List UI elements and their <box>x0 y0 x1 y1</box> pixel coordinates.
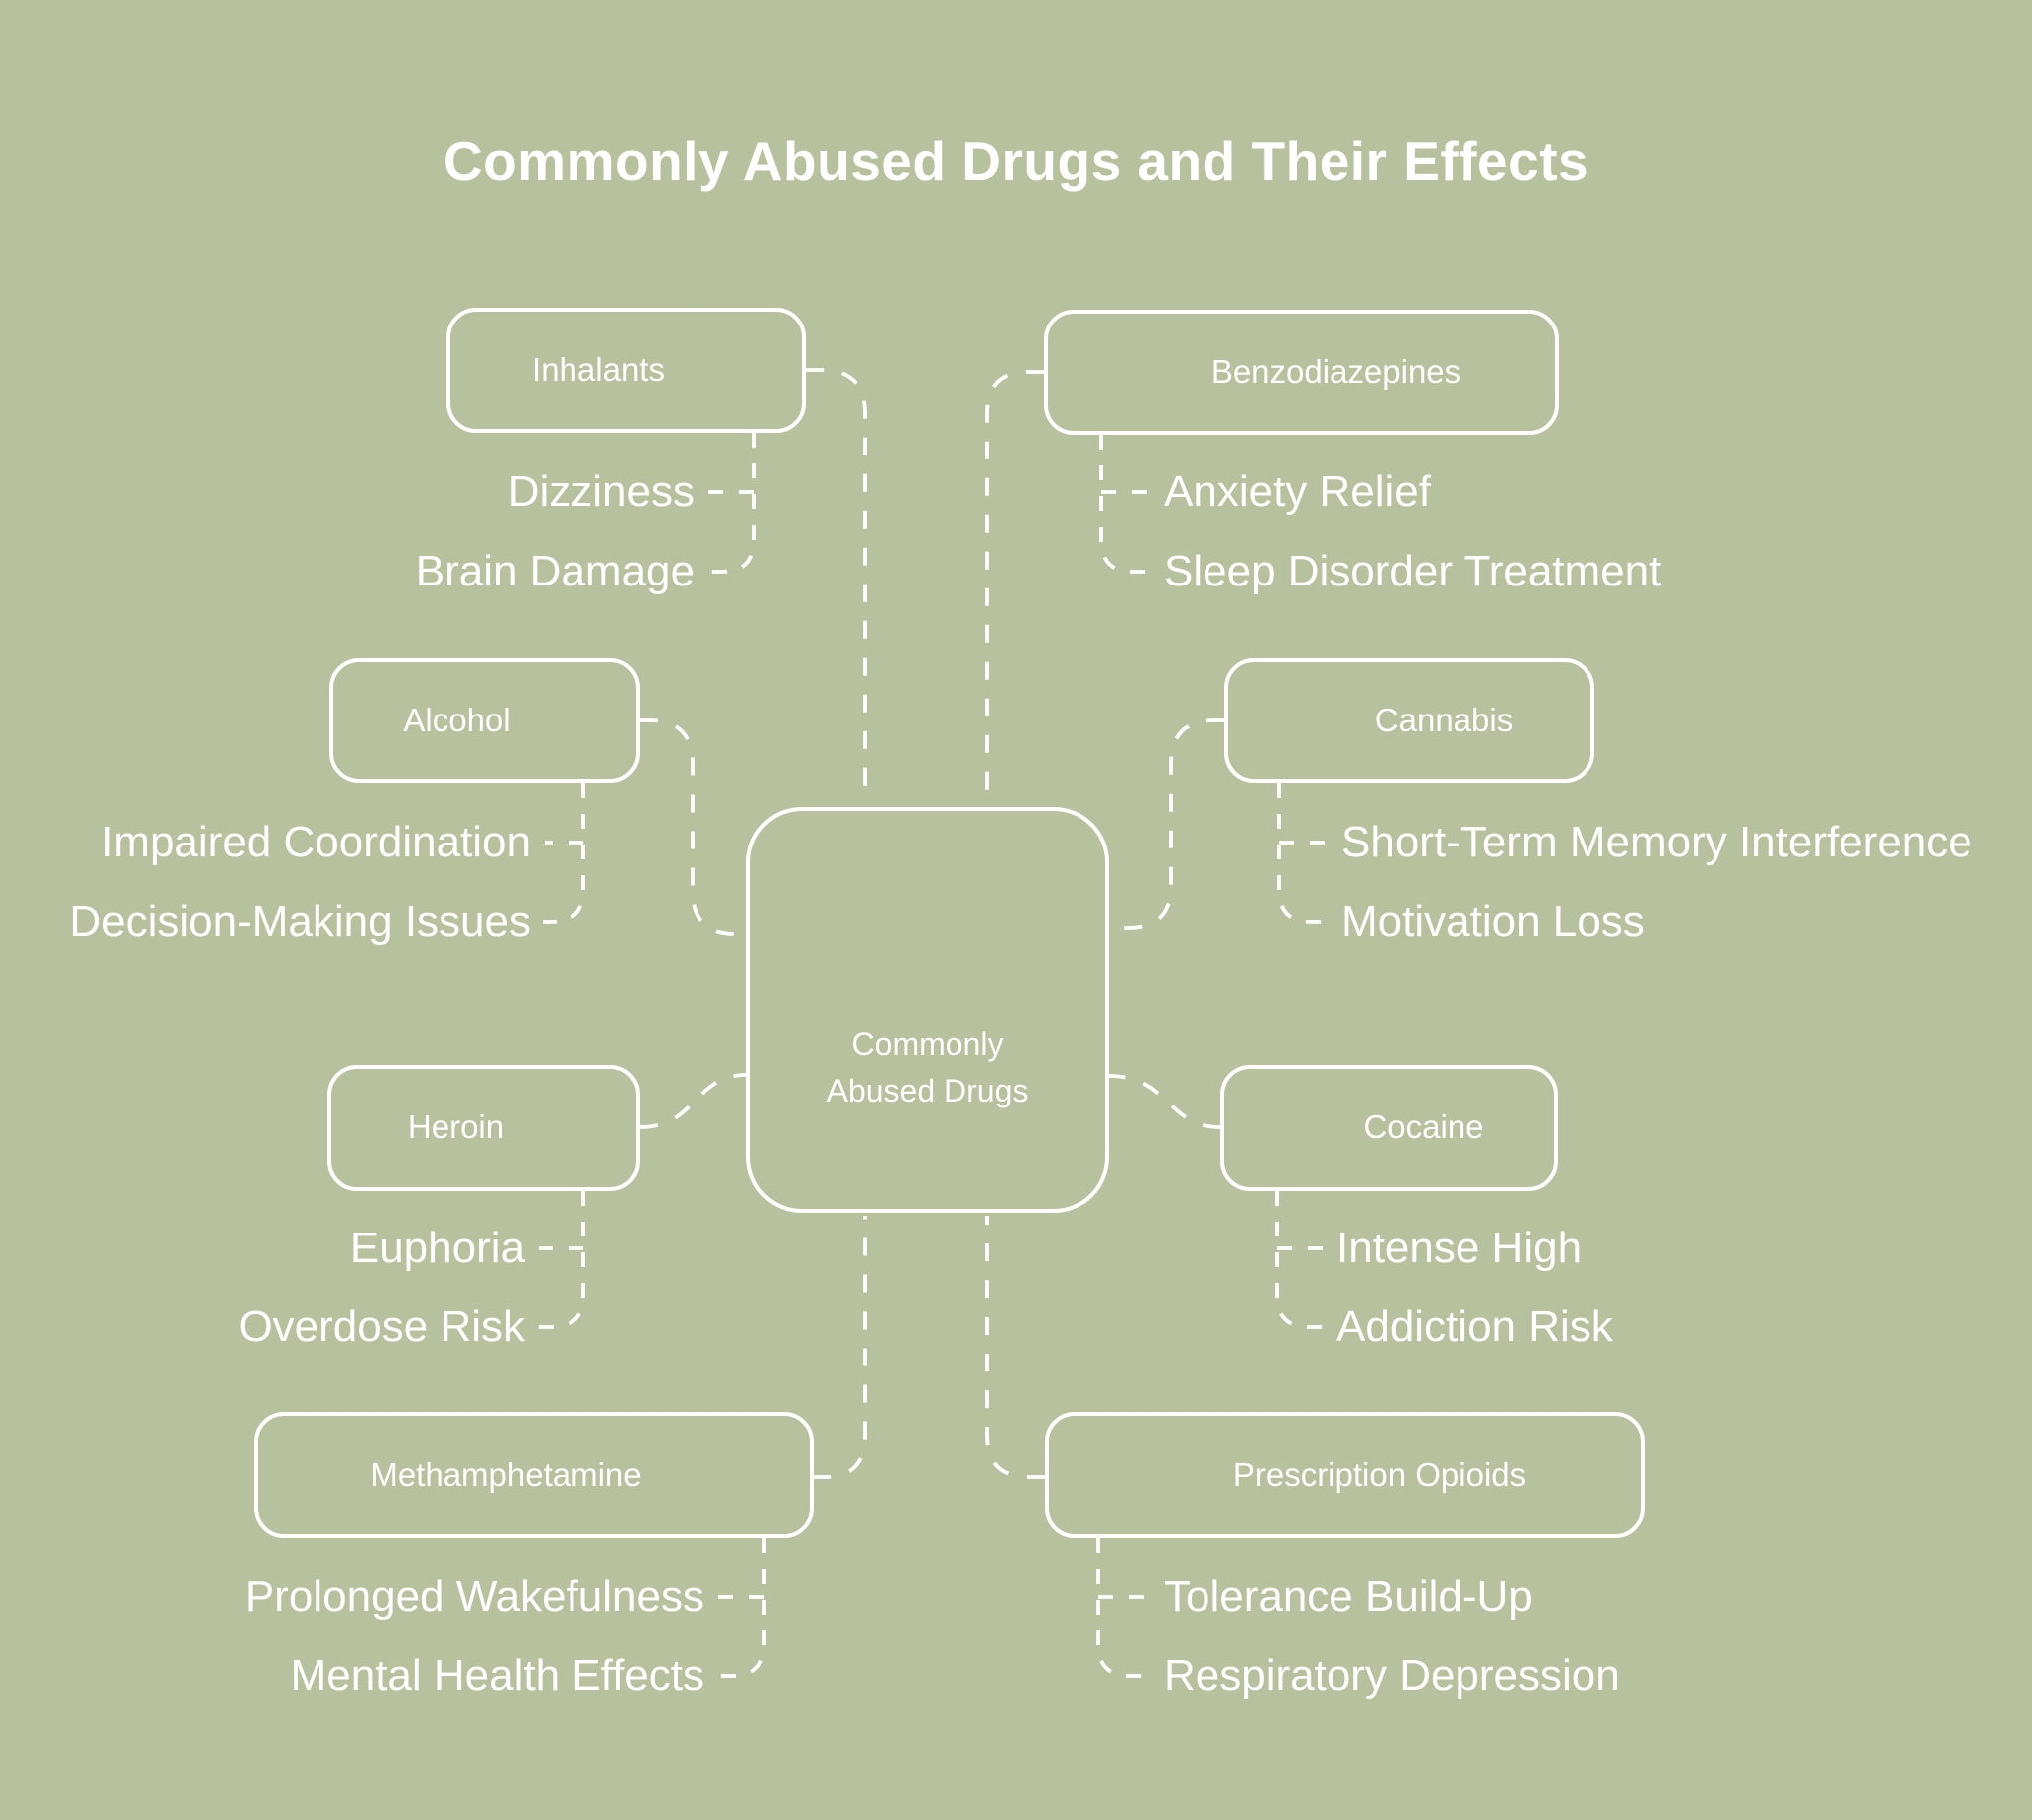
effect-label-addiction-risk: Addiction Risk <box>1336 1302 1613 1351</box>
effect-label-brain-damage: Brain Damage <box>415 547 695 595</box>
connector-prescription-opioids-center <box>985 1216 1045 1479</box>
connector-cocaine-center <box>1108 1074 1221 1129</box>
connector-prescription-opioids-effects <box>1096 1538 1152 1678</box>
node-box-benzodiazepines: Benzodiazepines <box>1044 310 1559 435</box>
node-label-heroin: Heroin <box>407 1108 505 1146</box>
effect-label-motivation-loss: Motivation Loss <box>1341 897 1645 946</box>
node-box-cocaine: Cocaine <box>1220 1065 1558 1191</box>
node-label-methamphetamine: Methamphetamine <box>370 1456 642 1494</box>
diagram-title: Commonly Abused Drugs and Their Effects <box>443 130 1589 192</box>
node-box-alcohol: Alcohol <box>329 658 640 783</box>
effect-label-respiratory-depression: Respiratory Depression <box>1164 1651 1620 1700</box>
connector-benzodiazepines-center <box>985 370 1044 804</box>
connector-benzodiazepines-effects <box>1099 435 1152 574</box>
effect-label-overdose-risk: Overdose Risk <box>238 1302 525 1351</box>
node-label-prescription-opioids: Prescription Opioids <box>1232 1456 1527 1494</box>
effect-label-dizziness: Dizziness <box>507 467 695 516</box>
effect-label-tolerance-build-up: Tolerance Build-Up <box>1164 1572 1533 1621</box>
connector-inhalants-center <box>806 368 867 804</box>
effect-label-intense-high: Intense High <box>1336 1224 1583 1272</box>
node-box-inhalants: Inhalants <box>446 308 806 433</box>
effect-label-euphoria: Euphoria <box>349 1224 525 1272</box>
node-label-cocaine: Cocaine <box>1363 1108 1484 1146</box>
connector-alcohol-effects <box>543 783 585 924</box>
connector-alcohol-center <box>640 718 746 936</box>
connector-methamphetamine-center <box>814 1216 867 1479</box>
node-box-methamphetamine: Methamphetamine <box>254 1412 814 1538</box>
effect-label-impaired-coordination: Impaired Coordination <box>101 818 531 866</box>
node-label-inhalants: Inhalants <box>532 350 665 388</box>
node-label-cannabis: Cannabis <box>1374 701 1514 738</box>
node-box-cannabis: Cannabis <box>1224 658 1594 783</box>
center-node-label: Commonly Abused Drugs <box>750 1021 1105 1114</box>
effect-label-decision-making-issues: Decision-Making Issues <box>69 897 531 946</box>
node-label-benzodiazepines: Benzodiazepines <box>1210 352 1461 390</box>
node-box-prescription-opioids: Prescription Opioids <box>1045 1412 1645 1538</box>
center-node-label-line2: Abused Drugs <box>826 1073 1029 1108</box>
effect-label-sleep-disorder-treatment: Sleep Disorder Treatment <box>1164 547 1662 595</box>
center-node-box: Commonly Abused Drugs <box>746 807 1109 1213</box>
connector-heroin-effects <box>537 1191 585 1329</box>
node-label-alcohol: Alcohol <box>403 701 511 738</box>
node-box-heroin: Heroin <box>327 1065 640 1191</box>
connector-cannabis-effects <box>1277 783 1330 924</box>
center-node-label-line1: Commonly <box>851 1026 1004 1062</box>
effect-label-anxiety-relief: Anxiety Relief <box>1164 467 1432 516</box>
connector-heroin-center <box>639 1073 747 1129</box>
connector-inhalants-effects <box>706 433 756 574</box>
connector-cannabis-center <box>1109 718 1224 930</box>
effect-label-short-term-memory-interference: Short-Term Memory Interference <box>1341 818 1972 866</box>
effect-label-mental-health-effects: Mental Health Effects <box>290 1651 704 1700</box>
connector-cocaine-effects <box>1275 1191 1325 1329</box>
connector-methamphetamine-effects <box>716 1538 766 1678</box>
effect-label-prolonged-wakefulness: Prolonged Wakefulness <box>244 1572 704 1621</box>
